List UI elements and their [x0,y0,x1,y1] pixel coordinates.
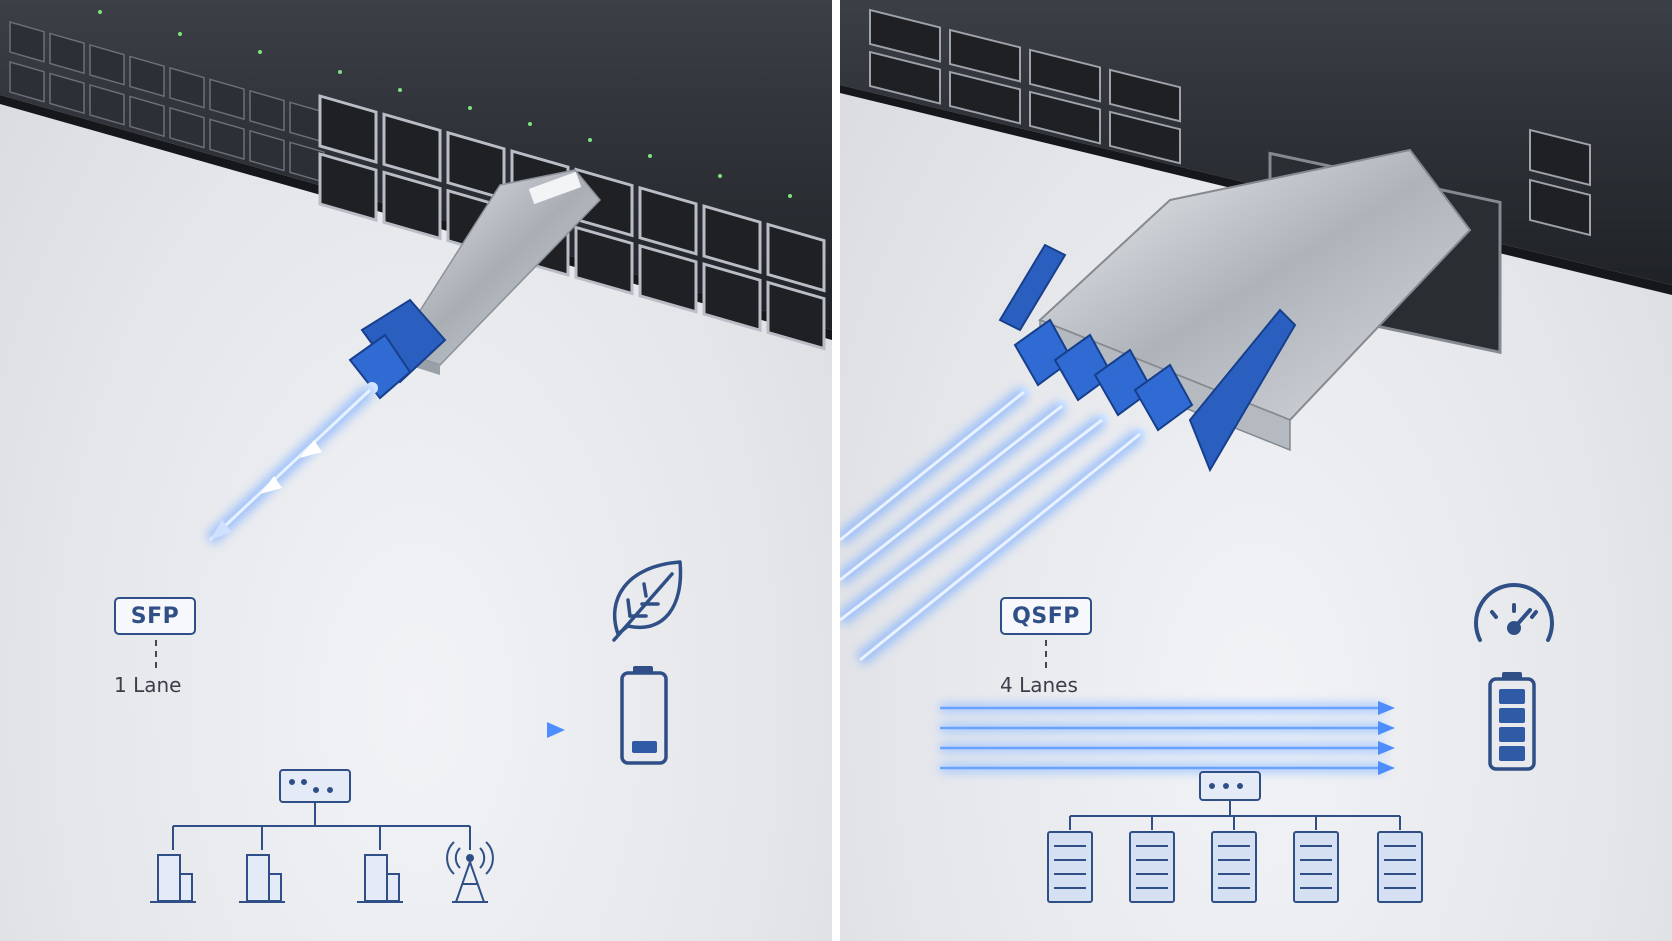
server-rack-icon [1047,831,1093,903]
network-topology [1047,771,1423,903]
badge-connector-line [1045,640,1047,668]
antenna-tower-icon [446,841,494,903]
panel-divider [832,0,840,941]
leaf-icon [612,560,683,642]
lane-arrow [125,722,565,738]
network-topology [150,769,494,903]
lc-connector [348,298,447,400]
light-beams [840,386,1145,666]
battery-level-bar [1499,689,1525,761]
battery-low-icon [620,666,668,765]
switch-icon [279,769,351,803]
badge-connector-line [155,640,157,668]
sfp-transceiver [348,169,602,400]
qsfp-badge: QSFP [1000,597,1092,635]
qsfp-panel: QSFP 4 Lanes [840,0,1672,941]
qsfp-illustration [840,0,1672,903]
building-icon [239,854,285,903]
sfp-illustration [0,0,832,903]
building-icon [357,854,403,903]
battery-level-bar [632,741,657,753]
connector-latch [998,243,1297,473]
mpo-connector-set [1013,318,1194,432]
lane-count-label: 4 Lanes [1000,673,1078,697]
server-rack-icon [1293,831,1339,903]
speedometer-icon [1474,583,1554,642]
building-icon [150,854,196,903]
server-rack-icon [1377,831,1423,903]
light-beam [205,384,375,546]
battery-full-icon [1488,672,1536,771]
network-switch [840,0,1672,355]
sfp-badge: SFP [114,597,196,635]
network-switch [0,0,832,351]
lane-arrows [940,701,1395,775]
server-rack-icon [1211,831,1257,903]
sfp-panel: SFP 1 Lane [0,0,832,941]
lane-count-label: 1 Lane [114,673,182,697]
server-rack-icon [1129,831,1175,903]
